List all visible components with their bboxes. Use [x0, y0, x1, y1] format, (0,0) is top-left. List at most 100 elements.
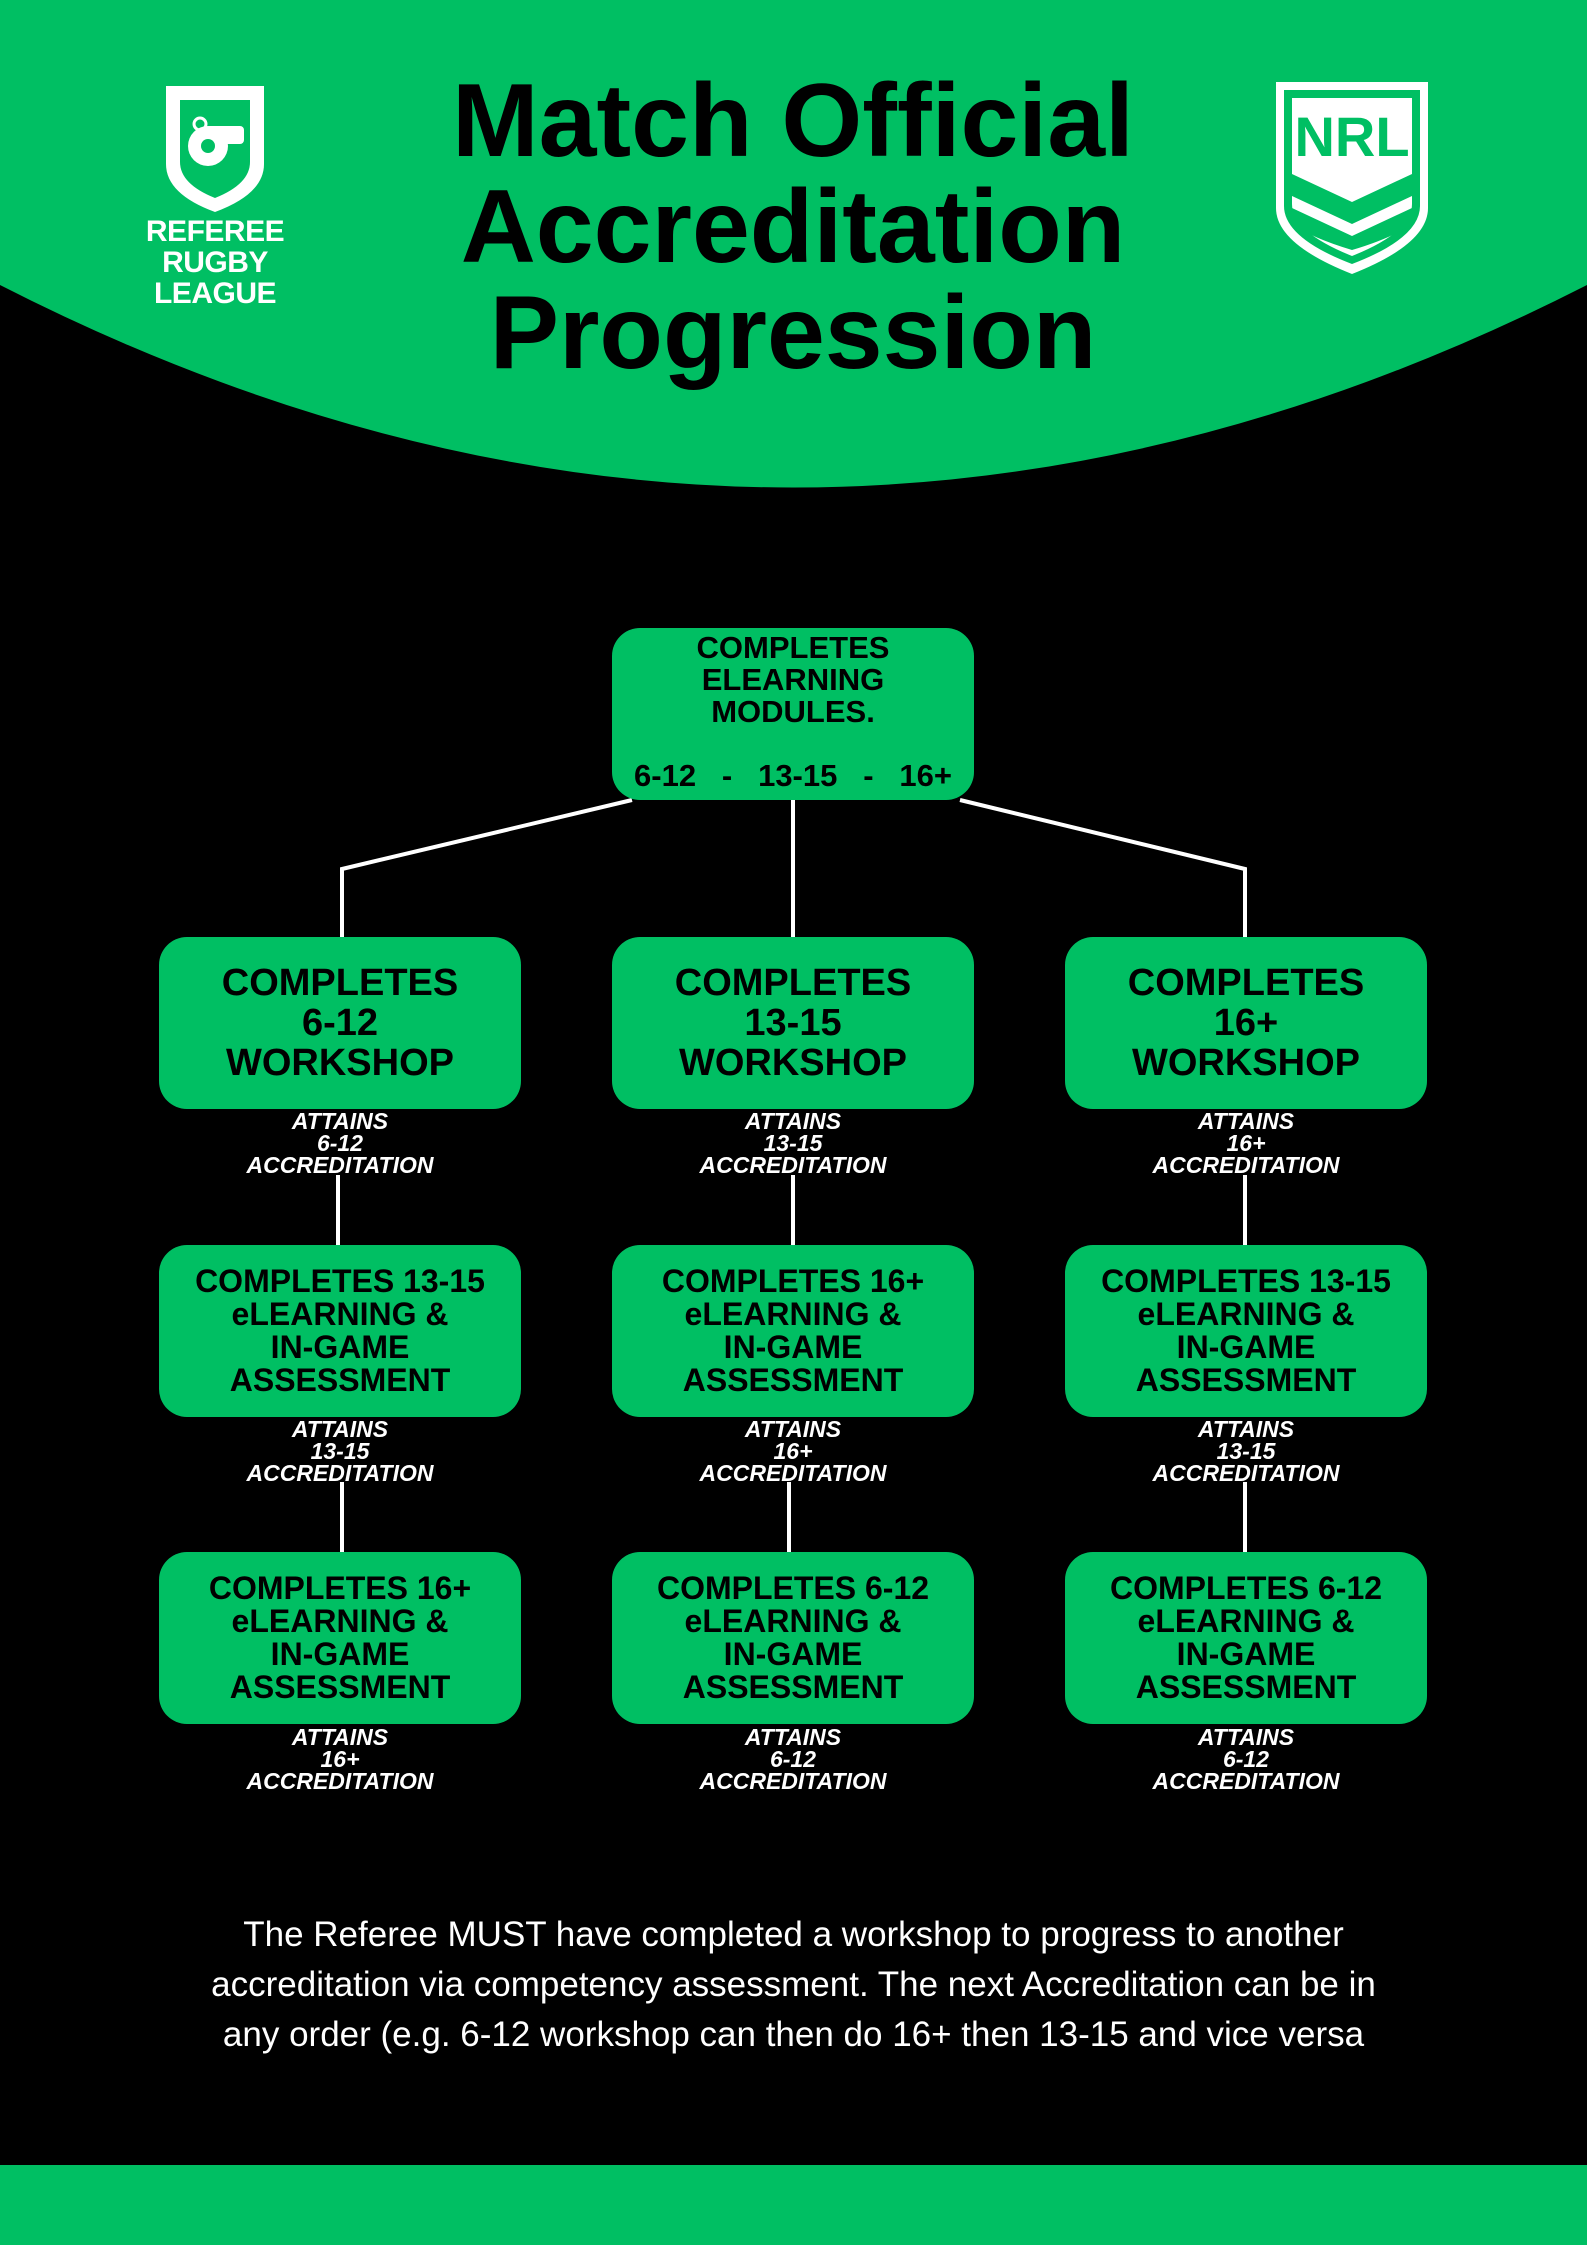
attains-label: ATTAINS 6-12 ACCREDITATION — [159, 1108, 521, 1178]
workshop-line-3: WORKSHOP — [226, 1042, 454, 1084]
stage-line-3: IN-GAME — [270, 1329, 410, 1365]
stage-line-4: ASSESSMENT — [1135, 1669, 1357, 1705]
referee-rugby-league-logo: REFEREE RUGBY LEAGUE — [100, 82, 330, 309]
workshop-line-3: WORKSHOP — [1132, 1042, 1360, 1084]
assessment-box: COMPLETES 6-12 eLEARNING & IN-GAME ASSES… — [1065, 1552, 1427, 1724]
attains-line-3: ACCREDITATION — [699, 1768, 887, 1794]
attains-line-3: ACCREDITATION — [699, 1460, 887, 1486]
stage-line-3: IN-GAME — [270, 1636, 410, 1672]
stage-line-3: IN-GAME — [723, 1636, 863, 1672]
attains-line-2: 16+ — [1226, 1130, 1266, 1156]
attains-line-3: ACCREDITATION — [246, 1152, 434, 1178]
attains-line-1: ATTAINS — [744, 1108, 842, 1134]
stage-line-2: eLEARNING & — [1137, 1603, 1355, 1639]
attains-line-1: ATTAINS — [291, 1724, 389, 1750]
stage-line-3: IN-GAME — [723, 1329, 863, 1365]
title-line-2: Accreditation — [460, 169, 1126, 285]
assessment-box: COMPLETES 16+ eLEARNING & IN-GAME ASSESS… — [159, 1552, 521, 1724]
attains-line-1: ATTAINS — [744, 1416, 842, 1442]
stage-line-3: IN-GAME — [1176, 1329, 1316, 1365]
nrl-shield-icon: NRL — [1276, 82, 1428, 274]
connector-top-to-col3 — [959, 798, 1247, 937]
logo-text-rugby-league: RUGBY LEAGUE — [153, 246, 277, 310]
workshop-line-1: COMPLETES — [1127, 962, 1365, 1004]
attains-line-2: 13-15 — [763, 1130, 823, 1156]
attains-line-1: ATTAINS — [744, 1724, 842, 1750]
workshop-line-2: 6-12 — [301, 1002, 379, 1044]
attains-line-3: ACCREDITATION — [1152, 1460, 1340, 1486]
stage-line-1: COMPLETES 16+ — [661, 1263, 925, 1299]
stage-line-4: ASSESSMENT — [229, 1669, 451, 1705]
top-box-line-2: ELEARNING — [701, 662, 885, 697]
top-box-line-1: COMPLETES — [696, 630, 890, 665]
attains-label: ATTAINS 16+ ACCREDITATION — [612, 1416, 974, 1486]
attains-label: ATTAINS 16+ ACCREDITATION — [1065, 1108, 1427, 1178]
attains-line-1: ATTAINS — [1197, 1108, 1295, 1134]
assessment-box: COMPLETES 13-15 eLEARNING & IN-GAME ASSE… — [1065, 1245, 1427, 1417]
footnote-line-2: accreditation via competency assessment.… — [211, 1965, 1376, 2004]
stage-line-1: COMPLETES 13-15 — [195, 1263, 485, 1299]
stage-line-1: COMPLETES 16+ — [208, 1570, 472, 1606]
workshop-line-2: 16+ — [1213, 1002, 1279, 1044]
attains-line-2: 16+ — [773, 1438, 813, 1464]
attains-line-3: ACCREDITATION — [1152, 1768, 1340, 1794]
nrl-logo-text: NRL — [1294, 105, 1409, 168]
stage-line-4: ASSESSMENT — [229, 1362, 451, 1398]
workshop-line-3: WORKSHOP — [679, 1042, 907, 1084]
attains-label: ATTAINS 13-15 ACCREDITATION — [612, 1108, 974, 1178]
attains-line-2: 13-15 — [1216, 1438, 1276, 1464]
header-banner — [0, 0, 1587, 488]
attains-label: ATTAINS 16+ ACCREDITATION — [159, 1724, 521, 1793]
top-box-ranges: 6-12 - 13-15 - 16+ — [634, 758, 952, 793]
title-line-1: Match Official — [452, 63, 1134, 179]
logo-text-referee: REFEREE — [145, 215, 285, 248]
attains-line-2: 6-12 — [316, 1130, 364, 1156]
stage-line-3: IN-GAME — [1176, 1636, 1316, 1672]
top-box-line-3: MODULES. — [711, 694, 875, 729]
stage-line-1: COMPLETES 6-12 — [656, 1570, 930, 1606]
stage-line-1: COMPLETES 6-12 — [1109, 1570, 1383, 1606]
stage-line-2: eLEARNING & — [231, 1603, 449, 1639]
workshop-box-16-plus: COMPLETES 16+ WORKSHOP — [1065, 937, 1427, 1109]
attains-line-1: ATTAINS — [1197, 1416, 1295, 1442]
attains-label: ATTAINS 13-15 ACCREDITATION — [159, 1416, 521, 1486]
nrl-logo: NRL — [1272, 78, 1432, 283]
attains-line-3: ACCREDITATION — [699, 1152, 887, 1178]
stage-line-2: eLEARNING & — [684, 1603, 902, 1639]
workshop-line-1: COMPLETES — [674, 962, 912, 1004]
attains-label: ATTAINS 13-15 ACCREDITATION — [1065, 1416, 1427, 1486]
stage-line-2: eLEARNING & — [684, 1296, 902, 1332]
attains-line-1: ATTAINS — [291, 1108, 389, 1134]
stage-line-1: COMPLETES 13-15 — [1101, 1263, 1391, 1299]
attains-line-2: 16+ — [320, 1746, 360, 1772]
workshop-box-13-15: COMPLETES 13-15 WORKSHOP — [612, 937, 974, 1109]
workshop-line-2: 13-15 — [744, 1002, 842, 1044]
workshop-line-1: COMPLETES — [221, 962, 459, 1004]
attains-line-1: ATTAINS — [291, 1416, 389, 1442]
attains-label: ATTAINS 6-12 ACCREDITATION — [1065, 1724, 1427, 1794]
whistle-shield-icon — [166, 86, 264, 212]
footer-bar — [0, 2165, 1587, 2245]
footnote-line-1: The Referee MUST have completed a worksh… — [243, 1915, 1344, 1954]
attains-line-2: 13-15 — [310, 1438, 370, 1464]
attains-line-3: ACCREDITATION — [1152, 1152, 1340, 1178]
stage-line-2: eLEARNING & — [1137, 1296, 1355, 1332]
elearning-modules-box: COMPLETES ELEARNING MODULES. 6-12 - 13-1… — [612, 628, 974, 800]
stage-line-4: ASSESSMENT — [682, 1362, 904, 1398]
attains-line-2: 6-12 — [769, 1746, 817, 1772]
attains-line-3: ACCREDITATION — [246, 1460, 434, 1486]
assessment-box: COMPLETES 16+ eLEARNING & IN-GAME ASSESS… — [612, 1245, 974, 1417]
assessment-box: COMPLETES 13-15 eLEARNING & IN-GAME ASSE… — [159, 1245, 521, 1417]
stage-line-4: ASSESSMENT — [1135, 1362, 1357, 1398]
footnote-line-3: any order (e.g. 6-12 workshop can then d… — [222, 2015, 1365, 2054]
stage-line-2: eLEARNING & — [231, 1296, 449, 1332]
footnote-text: The Referee MUST have completed a worksh… — [170, 1910, 1417, 2060]
workshop-box-6-12: COMPLETES 6-12 WORKSHOP — [159, 937, 521, 1109]
attains-line-1: ATTAINS — [1197, 1724, 1295, 1750]
page-title: Match Official Accreditation Progression — [380, 68, 1206, 386]
title-line-3: Progression — [489, 275, 1097, 391]
attains-label: ATTAINS 6-12 ACCREDITATION — [612, 1724, 974, 1794]
assessment-box: COMPLETES 6-12 eLEARNING & IN-GAME ASSES… — [612, 1552, 974, 1724]
stage-line-4: ASSESSMENT — [682, 1669, 904, 1705]
attains-line-2: 6-12 — [1222, 1746, 1270, 1772]
